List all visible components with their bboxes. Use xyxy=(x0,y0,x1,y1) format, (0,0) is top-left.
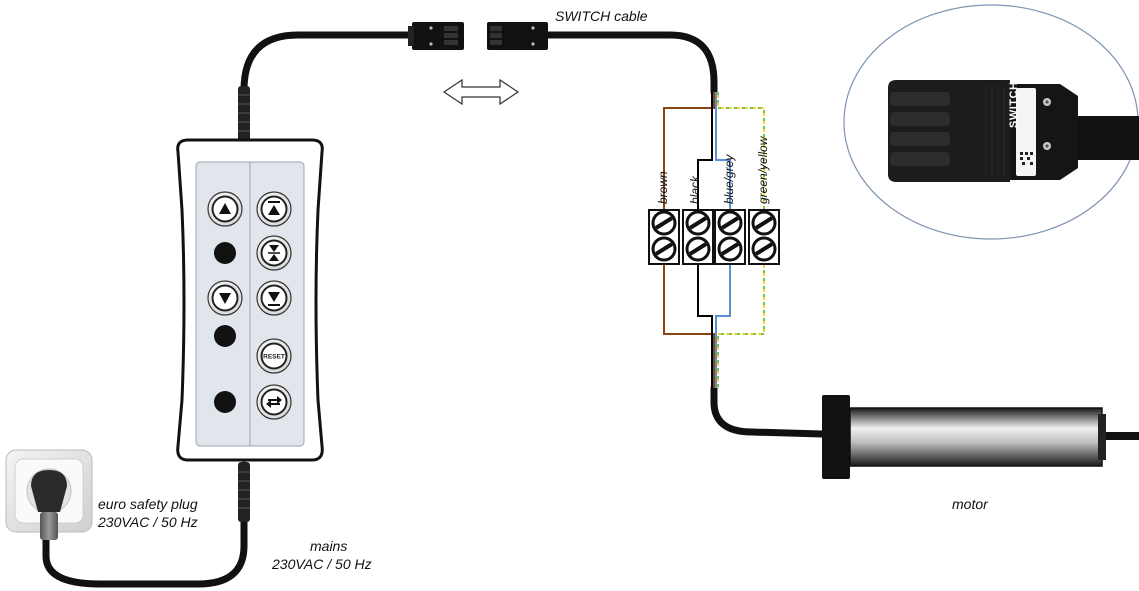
strain-relief-top xyxy=(238,86,250,144)
mains-label: mains xyxy=(310,538,348,554)
connector-zoom-bubble xyxy=(843,4,1139,240)
wire-label-green-yellow: green/yellow xyxy=(756,136,770,204)
terminal-block xyxy=(648,209,780,265)
qr-code-icon xyxy=(1020,152,1033,165)
wire-black xyxy=(697,92,713,388)
down-to-bottom-button[interactable] xyxy=(256,280,292,316)
down-arrow-icon xyxy=(219,293,231,304)
motor-label: motor xyxy=(952,496,988,512)
motor xyxy=(822,395,1106,479)
up-to-top-icon xyxy=(268,205,280,215)
strain-relief-bottom xyxy=(238,462,250,522)
swap-direction-button[interactable] xyxy=(256,384,292,420)
double-arrow-icon xyxy=(442,78,520,106)
wire-label-brown: brown xyxy=(656,171,670,204)
euro-plug-name-label: euro safety plug xyxy=(98,496,198,512)
terminal-screw-icon xyxy=(651,210,677,236)
wire-blue-grey xyxy=(715,92,731,388)
up-to-top-button[interactable] xyxy=(256,191,292,227)
down-button[interactable] xyxy=(207,280,243,316)
mains-rating-label: 230VAC / 50 Hz xyxy=(272,556,372,572)
wire-brown xyxy=(663,92,715,388)
terminal-screw-icon xyxy=(685,210,711,236)
terminal-screw-icon xyxy=(651,236,677,262)
dot-button[interactable] xyxy=(214,391,236,413)
connector-brand-label: SWITCH xyxy=(1008,81,1020,128)
down-to-bottom-icon xyxy=(268,292,280,302)
wire-green-yellow-stripe xyxy=(717,92,765,388)
switch-cable-label: SWITCH cable xyxy=(555,8,648,24)
terminal-screw-icon xyxy=(751,210,777,236)
terminal-screw-icon xyxy=(717,236,743,262)
cable-connector-to-terminal xyxy=(544,31,718,96)
terminal-column xyxy=(748,209,780,265)
terminal-column xyxy=(714,209,746,265)
dot-button[interactable] xyxy=(214,325,236,347)
terminal-screw-icon xyxy=(685,236,711,262)
remote-control xyxy=(176,138,324,462)
wire-label-black: black xyxy=(688,175,702,204)
terminal-column xyxy=(648,209,680,265)
reset-label: RESET xyxy=(263,354,285,361)
euro-plug-rating-label: 230VAC / 50 Hz xyxy=(98,514,198,530)
cable-remote-to-connector xyxy=(240,31,416,146)
cable-mains xyxy=(42,461,248,588)
reset-button[interactable]: RESET xyxy=(256,338,292,374)
middle-position-button[interactable] xyxy=(256,235,292,271)
dot-button[interactable] xyxy=(214,242,236,264)
up-button[interactable] xyxy=(207,191,243,227)
connector-female xyxy=(408,22,464,50)
wire-label-blue-grey: blue/grey xyxy=(722,154,736,204)
euro-safety-plug xyxy=(31,470,67,540)
connector-male xyxy=(487,22,548,50)
terminal-screw-icon xyxy=(751,236,777,262)
up-arrow-icon xyxy=(219,203,231,214)
middle-position-icon xyxy=(269,245,279,252)
terminal-screw-icon xyxy=(717,210,743,236)
terminal-column xyxy=(682,209,714,265)
cable-terminal-to-motor xyxy=(710,384,826,438)
swap-direction-icon xyxy=(266,396,282,408)
